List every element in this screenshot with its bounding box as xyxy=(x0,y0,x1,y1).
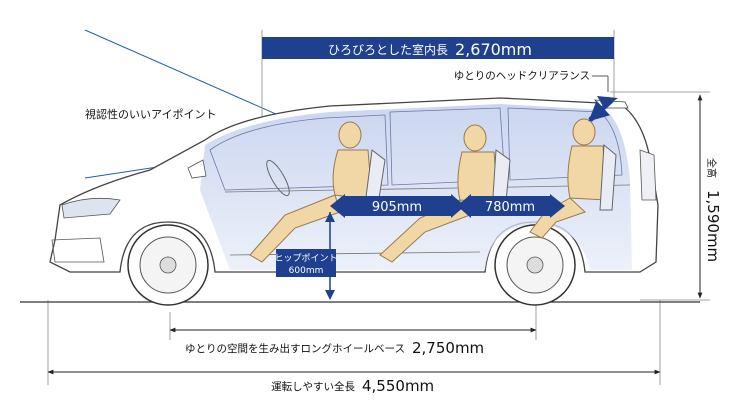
interior-length-label: ひろびろとした室内長 xyxy=(328,42,448,57)
hip-point-value: 600mm xyxy=(289,266,324,276)
hip-point-label: ヒップポイント xyxy=(274,253,337,264)
front-wheel xyxy=(127,224,209,306)
wheelbase-dimension: ゆとりの空間を生み出すロングホイールベース 2,750mm xyxy=(169,327,537,357)
headroom-label: ゆとりのヘッドクリアランス xyxy=(454,70,590,82)
overall-length-value: 4,550mm xyxy=(362,377,434,395)
eyepoint-label: 視認性のいいアイポイント xyxy=(85,107,216,121)
interior-length-value: 2,670mm xyxy=(455,40,532,59)
interior-length-dimension: ひろびろとした室内長 2,670mm xyxy=(262,37,614,59)
row2-row3-value: 780mm xyxy=(485,200,535,215)
headroom-callout: ゆとりのヘッドクリアランス xyxy=(454,70,618,122)
row2-row3-dimension: 780mm xyxy=(457,194,565,218)
rear-wheel xyxy=(494,224,576,306)
row1-row2-dimension: 905mm xyxy=(330,194,465,218)
wheelbase-label: ゆとりの空間を生み出すロングホイールベース xyxy=(185,342,405,355)
wheelbase-value: 2,750mm xyxy=(412,339,484,357)
height-label: 全高 xyxy=(705,158,718,178)
overall-length-label: 運転しやすい全長 xyxy=(271,380,355,393)
overall-length-dimension: 運転しやすい全長 4,550mm xyxy=(47,369,661,395)
row1-row2-value: 905mm xyxy=(372,200,422,215)
height-value: 1,590mm xyxy=(704,190,722,262)
hip-point-dimension: ヒップポイント 600mm xyxy=(274,212,338,300)
height-dimension: 全高 1,590mm xyxy=(697,94,722,299)
